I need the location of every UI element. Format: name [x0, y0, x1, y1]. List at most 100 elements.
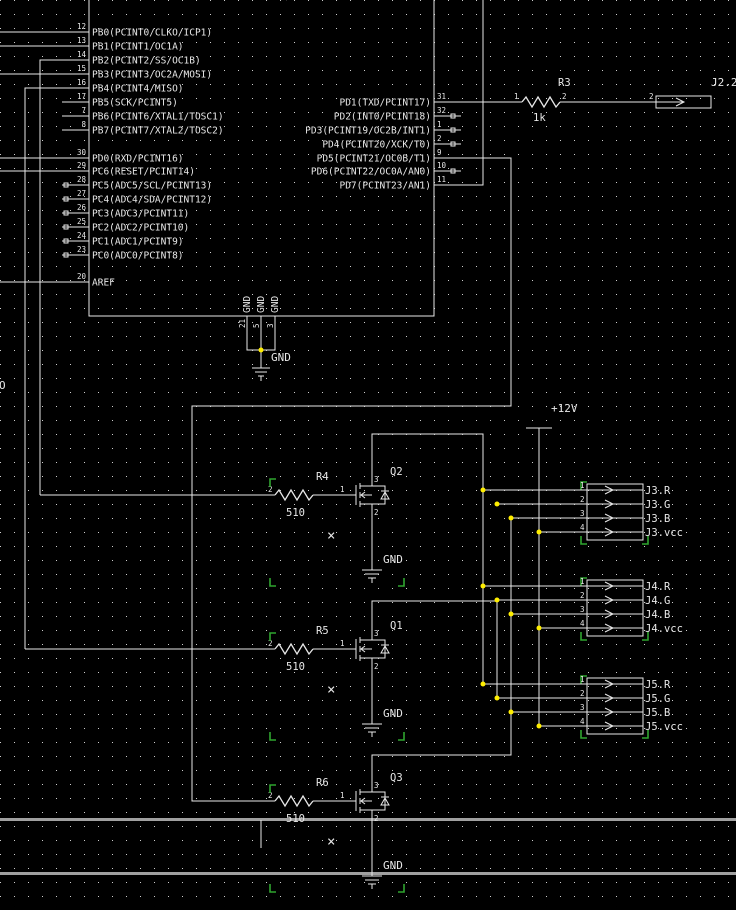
no-connect-marker [63, 182, 69, 188]
connector-pin-label: J3.B [645, 513, 670, 525]
j2-pin-number: 2 [649, 92, 654, 101]
origin-corner-mark [269, 784, 276, 793]
connector-body [586, 483, 644, 541]
no-connect-marker [63, 196, 69, 202]
pin-label: PB2(PCINT2/SS/OC1B) [92, 56, 201, 67]
pin-number: 3 [266, 323, 275, 328]
j2-connector[interactable]: 2 J2.2 [649, 76, 736, 109]
pin-number: 29 [77, 161, 86, 170]
r3-pin1: 1 [514, 92, 519, 101]
pin-number: 13 [77, 36, 86, 45]
mosfet-pin3: 3 [374, 629, 379, 638]
pin-label: PD7(PCINT23/AN1) [339, 181, 431, 192]
connector-pin-label: J4.R [645, 581, 671, 593]
connector-pin-number: 1 [580, 577, 585, 586]
mosfet-pin2: 2 [374, 662, 379, 671]
microcontroller-symbol[interactable]: 12PB0(PCINT0/CLKO/ICP1)13PB1(PCINT1/OC1A… [62, 0, 461, 330]
pin-label: PB7(PCINT7/XTAL2/TOSC2) [92, 126, 224, 137]
origin-corner-mark [580, 577, 587, 586]
resistor-name: R4 [316, 471, 329, 483]
connector-pin-number: 3 [580, 703, 585, 712]
connector-pin-label: J5.B [645, 707, 670, 719]
origin-corner-mark [580, 632, 587, 641]
mosfet-pin2: 2 [374, 508, 379, 517]
connector-body [586, 579, 644, 637]
mosfet-gnd-label: GND [383, 859, 403, 872]
pin-number: 1 [437, 120, 442, 129]
resistor-name: R5 [316, 625, 329, 637]
connector-pin-label: J5.vcc [645, 721, 683, 733]
pin-number: 20 [77, 272, 87, 281]
origin-cross-mark: × [327, 528, 335, 544]
no-connect-marker [63, 238, 69, 244]
pin-number: 14 [77, 50, 87, 59]
origin-corner-mark [580, 536, 587, 545]
pin-number: 26 [77, 203, 87, 212]
origin-corner-mark [269, 478, 276, 487]
pin-number: 2 [437, 134, 442, 143]
connector-pin-number: 4 [580, 717, 585, 726]
mosfet-gnd-label: GND [383, 553, 403, 566]
origin-corner-mark [398, 884, 405, 893]
vcc-rail: +12V [526, 402, 578, 725]
connector-pin-number: 4 [580, 619, 585, 628]
origin-corner-mark [580, 675, 587, 684]
resistor-pin1: 1 [340, 485, 345, 494]
mosfet-pin3: 3 [374, 475, 379, 484]
origin-corner-mark [642, 632, 649, 641]
mosfet-name: Q3 [390, 772, 403, 784]
r3-pin2: 2 [562, 92, 567, 101]
pin-label: PD0(RXD/PCINT16) [92, 154, 184, 165]
pin-number: 21 [238, 319, 247, 328]
pin-label: PD5(PCINT21/OC0B/T1) [317, 154, 431, 165]
pin-label: PB4(PCINT4/MISO) [92, 84, 184, 95]
pin-label: PB0(PCINT0/CLKO/ICP1) [92, 28, 212, 39]
pin-label: PC4(ADC4/SDA/PCINT12) [92, 195, 212, 206]
origin-corner-mark [398, 732, 405, 741]
connector-pin-number: 1 [580, 481, 585, 490]
connector-pin-number: 3 [580, 509, 585, 518]
mcu-gnd-pin[interactable]: GND 21 [238, 296, 253, 330]
mcu-external-wires [0, 0, 512, 802]
r3-resistor[interactable]: 1 2 R3 1k [461, 77, 656, 124]
no-connect-marker [63, 210, 69, 216]
resistor-pin2: 2 [268, 791, 273, 800]
pin-label: GND [242, 296, 253, 313]
mosfet-pin3: 3 [374, 781, 379, 790]
origin-corner-mark [642, 730, 649, 739]
